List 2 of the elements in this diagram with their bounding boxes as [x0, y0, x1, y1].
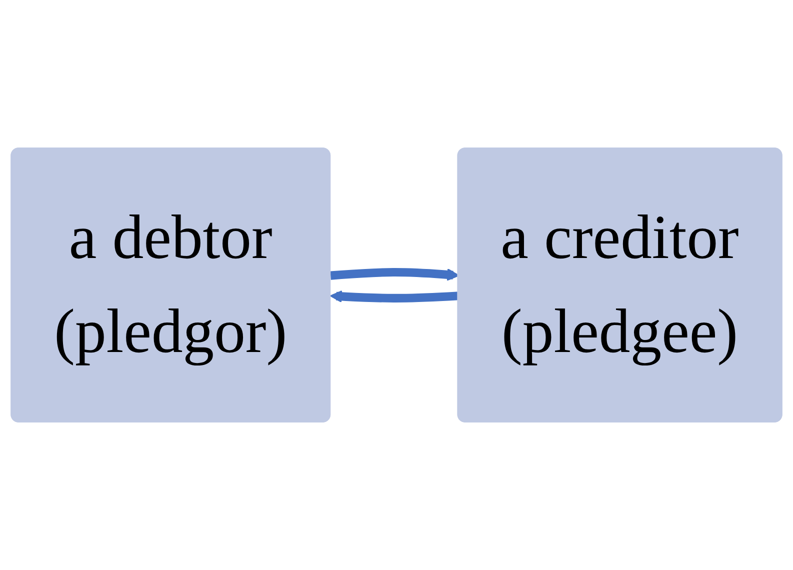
arrow	[330, 290, 459, 303]
arrow	[330, 268, 460, 281]
